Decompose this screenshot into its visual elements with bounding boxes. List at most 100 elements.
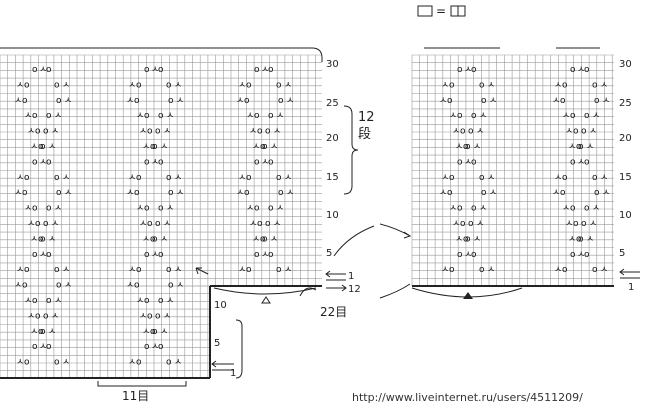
row-number: 15 <box>326 172 339 183</box>
decrease-symbol: ㅅ <box>128 173 136 183</box>
decrease-symbol: ㅅ <box>174 265 182 275</box>
decrease-symbol: ㅅ <box>592 204 600 214</box>
yarn-over-symbol: o <box>465 234 471 244</box>
decrease-symbol: ㅅ <box>441 265 449 275</box>
decrease-symbol: ㅅ <box>479 204 487 214</box>
yarn-over-symbol: o <box>155 311 161 321</box>
decrease-symbol: ㅅ <box>176 281 184 291</box>
decrease-symbol: ㅅ <box>126 96 134 106</box>
left-row-numbers: 30 25 20 15 10 5 10 5 <box>214 59 339 349</box>
yarn-over-symbol: o <box>158 157 164 167</box>
decrease-symbol: ㅅ <box>586 234 594 244</box>
row-number: 10 <box>214 300 227 311</box>
decrease-symbol: ㅅ <box>16 265 24 275</box>
decrease-symbol: ㅅ <box>562 204 570 214</box>
decrease-symbol: ㅅ <box>261 157 269 167</box>
left-chart-lower-grid <box>0 285 210 378</box>
decrease-symbol: ㅅ <box>449 204 457 214</box>
decrease-symbol: ㅅ <box>62 173 70 183</box>
decrease-symbol: ㅅ <box>174 80 182 90</box>
decrease-symbol: ㅅ <box>48 327 56 337</box>
yarn-over-symbol: o <box>40 234 46 244</box>
yarn-over-symbol: o <box>158 111 164 121</box>
decrease-symbol: ㅅ <box>577 157 585 167</box>
yarn-over-symbol: o <box>262 234 268 244</box>
yarn-over-symbol: o <box>481 188 487 198</box>
decrease-symbol: ㅅ <box>160 142 168 152</box>
decrease-symbol: ㅅ <box>151 157 159 167</box>
decrease-symbol: ㅅ <box>476 127 484 137</box>
decrease-symbol: ㅅ <box>284 173 292 183</box>
row-number: 20 <box>619 133 632 144</box>
row-number: 5 <box>214 338 220 349</box>
decrease-symbol: ㅅ <box>139 219 147 229</box>
decrease-symbol: ㅅ <box>589 219 597 229</box>
yarn-over-symbol: o <box>592 265 598 275</box>
yarn-over-symbol: o <box>457 157 463 167</box>
yarn-over-symbol: o <box>38 142 44 152</box>
yarn-over-symbol: o <box>158 342 164 352</box>
yarn-over-symbol: o <box>246 173 252 183</box>
row-number: 10 <box>326 210 339 221</box>
decrease-symbol: ㅅ <box>174 173 182 183</box>
yarn-over-symbol: o <box>56 96 62 106</box>
yarn-over-symbol: o <box>35 219 41 229</box>
decrease-symbol: ㅅ <box>139 311 147 321</box>
yarn-over-symbol: o <box>471 111 477 121</box>
left-row-arrows <box>211 270 347 371</box>
legend: = <box>417 4 466 18</box>
lower-step-bracket <box>235 319 243 379</box>
yarn-over-symbol: o <box>38 327 44 337</box>
decrease-symbol: ㅅ <box>48 142 56 152</box>
decrease-symbol: ㅅ <box>62 80 70 90</box>
decrease-symbol: ㅅ <box>166 111 174 121</box>
yarn-over-symbol: o <box>144 342 150 352</box>
decrease-symbol: ㅅ <box>455 142 463 152</box>
yarn-over-symbol: o <box>562 80 568 90</box>
decrease-symbol: ㅅ <box>51 219 59 229</box>
yarn-over-symbol: o <box>576 234 582 244</box>
decrease-symbol: ㅅ <box>246 111 254 121</box>
row-number: 25 <box>619 98 632 109</box>
yarn-over-symbol: o <box>35 127 41 137</box>
yarn-over-symbol: o <box>136 173 142 183</box>
decrease-symbol: ㅅ <box>136 111 144 121</box>
decrease-symbol: ㅅ <box>30 234 38 244</box>
decrease-symbol: ㅅ <box>238 173 246 183</box>
decrease-symbol: ㅅ <box>62 265 70 275</box>
yarn-over-symbol: o <box>471 157 477 167</box>
yarn-over-symbol: o <box>594 188 600 198</box>
row-number: 30 <box>326 59 339 70</box>
decrease-symbol: ㅅ <box>252 234 260 244</box>
decrease-symbol: ㅅ <box>166 296 174 306</box>
row-number: 20 <box>326 133 339 144</box>
yarn-over-symbol: o <box>150 234 156 244</box>
yarn-over-symbol: o <box>144 65 150 75</box>
decrease-symbol: ㅅ <box>600 173 608 183</box>
yarn-over-symbol: o <box>168 281 174 291</box>
yarn-over-symbol: o <box>46 342 52 352</box>
decrease-symbol: ㅅ <box>51 311 59 321</box>
yarn-over-symbol: o <box>592 80 598 90</box>
yarn-over-symbol: o <box>447 96 453 106</box>
decrease-symbol: ㅅ <box>64 281 72 291</box>
decrease-symbol: ㅅ <box>39 250 47 260</box>
decrease-symbol: ㅅ <box>142 234 150 244</box>
decrease-symbol: ㅅ <box>565 127 573 137</box>
decrease-symbol: ㅅ <box>249 219 257 229</box>
yarn-over-symbol: o <box>576 142 582 152</box>
yarn-over-symbol: o <box>46 296 52 306</box>
yarn-over-symbol: o <box>46 111 52 121</box>
repeat-bracket: 12 段 <box>343 105 375 195</box>
yarn-over-symbol: o <box>40 142 46 152</box>
yarn-over-symbol: o <box>463 234 469 244</box>
decrease-symbol: ㅅ <box>273 127 281 137</box>
decrease-symbol: ㅅ <box>586 142 594 152</box>
yarn-over-symbol: o <box>262 142 268 152</box>
yarn-over-symbol: o <box>581 219 587 229</box>
decrease-symbol: ㅅ <box>589 127 597 137</box>
yarn-over-symbol: o <box>268 65 274 75</box>
decrease-symbol: ㅅ <box>276 204 284 214</box>
yarn-over-symbol: o <box>584 157 590 167</box>
